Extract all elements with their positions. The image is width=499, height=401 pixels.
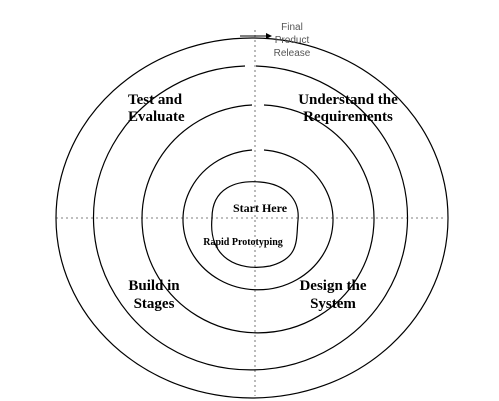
spiral-ring-2 <box>141 104 375 334</box>
spiral-start-loop <box>211 181 299 268</box>
spiral-ring-3 <box>92 65 409 371</box>
build-stages-label-line2: Stages <box>134 296 175 312</box>
release-label-line2: Product <box>275 35 310 46</box>
release-arrow-head <box>266 33 272 39</box>
release-label-line1: Final <box>281 22 303 33</box>
start-here-label: Start Here <box>233 201 288 215</box>
design-system-label-line1: Design the <box>299 278 366 294</box>
test-evaluate-label-line1: Test and <box>128 92 183 108</box>
outer-ring <box>55 37 449 399</box>
spiral-ring-1 <box>182 149 334 291</box>
build-stages-label-line1: Build in <box>128 278 180 294</box>
release-label-line3: Release <box>274 48 311 59</box>
rapid-prototyping-label: Rapid Prototyping <box>203 237 283 248</box>
test-evaluate-label-line2: Evaluate <box>128 109 185 125</box>
understand-requirements-label-line1: Understand the <box>298 92 398 108</box>
understand-requirements-label-line2: Requirements <box>303 109 393 125</box>
design-system-label-line2: System <box>310 296 356 312</box>
